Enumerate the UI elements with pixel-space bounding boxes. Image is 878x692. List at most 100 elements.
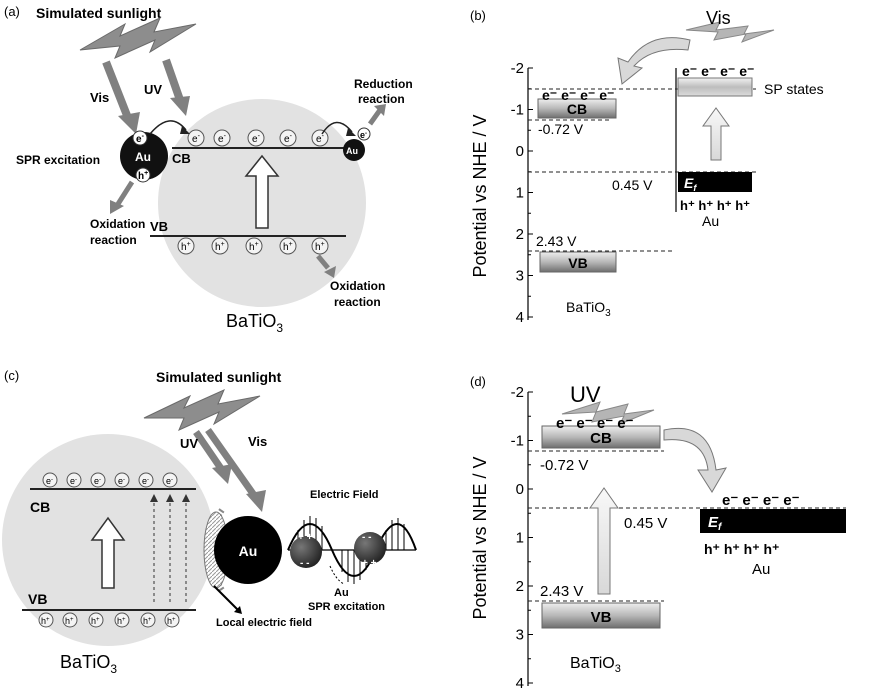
vb-label-c: VB (28, 591, 47, 607)
dashed-arrowhead (166, 494, 174, 502)
y-tick-label: 1 (516, 530, 524, 547)
hole: h+ (211, 237, 229, 255)
y-tick-label: 0 (516, 143, 524, 160)
y-tick-label: -1 (511, 102, 524, 119)
oxidation-arrow-left (115, 180, 135, 206)
ef-band-d (700, 509, 846, 533)
svg-text:h+: h+ (249, 241, 259, 253)
spr-label: SPR excitation (16, 153, 100, 167)
cb-band-label-d: CB (590, 430, 612, 447)
material-label-a: BaTiO3 (226, 311, 283, 335)
sunlight-label-c: Simulated sunlight (156, 369, 282, 385)
au-particle (120, 132, 168, 180)
au-label-d: Au (752, 561, 770, 578)
lightning-icon-c (143, 389, 261, 431)
electron: e- (42, 472, 58, 488)
uv-label-c: UV (180, 436, 198, 451)
holes-label: h⁺ h⁺ h⁺ h⁺ (680, 198, 750, 213)
transfer-arrow-d (663, 427, 727, 493)
svg-text:h+: h+ (41, 616, 50, 626)
transfer-arrowhead (180, 126, 190, 134)
hole: h+ (114, 612, 130, 628)
y-axis-label: Potential vs NHE / V (470, 114, 490, 277)
panel-a-label: (a) (4, 4, 20, 19)
au-small-electron: e- (357, 127, 371, 141)
ef-level-label-d: 0.45 V (624, 515, 667, 532)
svg-text:e-: e- (142, 476, 149, 486)
transfer-arrow (149, 120, 187, 135)
vb-holes: h+ h+ h+ h+ h+ (177, 237, 329, 255)
vb-band-label: VB (568, 255, 587, 271)
charged-particle-2 (354, 532, 386, 564)
svg-text:h+: h+ (138, 170, 148, 182)
vis-label: Vis (90, 90, 109, 105)
uv-label: UV (144, 82, 162, 97)
sp-band (677, 77, 753, 97)
panel-c: (c) Simulated sunlight CB VB e- e- e- e-… (2, 368, 417, 676)
y-tick-label: 2 (516, 578, 524, 595)
vb-holes-c: h+ h+ h+ h+ h+ h+ (38, 612, 180, 628)
svg-text:e-: e- (118, 476, 125, 486)
lightning-icon-b (685, 21, 775, 43)
excitation-arrow (244, 154, 280, 229)
cb-electrons: e- e- e- e- e- (187, 129, 329, 147)
vb-level-label: 2.43 V (536, 233, 577, 249)
panel-c-label: (c) (4, 368, 19, 383)
oxidation-arrow-right (316, 254, 330, 270)
cb-electrons-d: e⁻ e⁻ e⁻ e⁻ (556, 415, 634, 432)
ef-electrons-d: e⁻ e⁻ e⁻ e⁻ (722, 492, 800, 509)
spr-label-c: SPR excitation (308, 601, 385, 613)
vis-arrowhead-c (246, 490, 266, 512)
svg-text:e-: e- (252, 133, 261, 145)
au-hole: h+ (135, 167, 151, 183)
hole: h+ (311, 237, 329, 255)
sp-states-label: SP states (764, 81, 824, 97)
svg-text:e-: e- (360, 130, 367, 140)
y-tick-label: -1 (511, 433, 524, 450)
svg-text:e-: e- (316, 133, 325, 145)
uv-arrowhead-c (212, 464, 232, 484)
panel-a: (a) Simulated sunlight Vis UV CB VB e- e… (4, 4, 413, 335)
electron: e- (311, 129, 329, 147)
cb-electrons: e⁻ e⁻ e⁻ e⁻ (542, 87, 614, 103)
electron: e- (162, 472, 178, 488)
transfer-arrow-b (617, 37, 691, 85)
vb-band-label-d: VB (591, 609, 612, 626)
lightning-icon (79, 17, 197, 59)
au-label: Au (135, 150, 151, 164)
svg-text:e-: e- (166, 476, 173, 486)
cb-label-c: CB (30, 499, 50, 515)
material-label-d: BaTiO3 (570, 655, 621, 675)
minus-signs: - - (300, 558, 309, 569)
au-particle-small (343, 139, 365, 161)
y-tick-label: 3 (516, 627, 524, 644)
hole: h+ (245, 237, 263, 255)
ef-label-d: Ef (708, 514, 723, 533)
lightning-icon-d (561, 401, 655, 425)
oxidation-label-1b: reaction (90, 233, 137, 247)
excitation-arrow-b (702, 107, 730, 161)
svg-text:e-: e- (136, 133, 145, 145)
vb-band-d (541, 602, 661, 629)
cb-band-d (541, 425, 661, 449)
ef-label: Ef (684, 175, 697, 193)
svg-text:h+: h+ (283, 241, 293, 253)
cb-level-label: -0.72 V (538, 121, 584, 137)
electron: e- (187, 129, 205, 147)
sunlight-label: Simulated sunlight (36, 5, 162, 21)
material-label-b: BaTiO3 (566, 299, 611, 319)
oxidation-label-2a: Oxidation (330, 279, 385, 293)
y-axis-label-d: Potential vs NHE / V (470, 456, 490, 619)
electric-field-label: Electric Field (310, 489, 378, 501)
svg-text:e-: e- (70, 476, 77, 486)
y-tick-label: 4 (516, 675, 524, 692)
ef-level-label: 0.45 V (612, 177, 653, 193)
vb-label: VB (150, 219, 168, 234)
y-tick-label: 1 (516, 185, 524, 202)
dashed-arrows (153, 500, 187, 602)
uv-label-d: UV (570, 382, 601, 407)
minus-signs-2: - - (362, 532, 371, 543)
